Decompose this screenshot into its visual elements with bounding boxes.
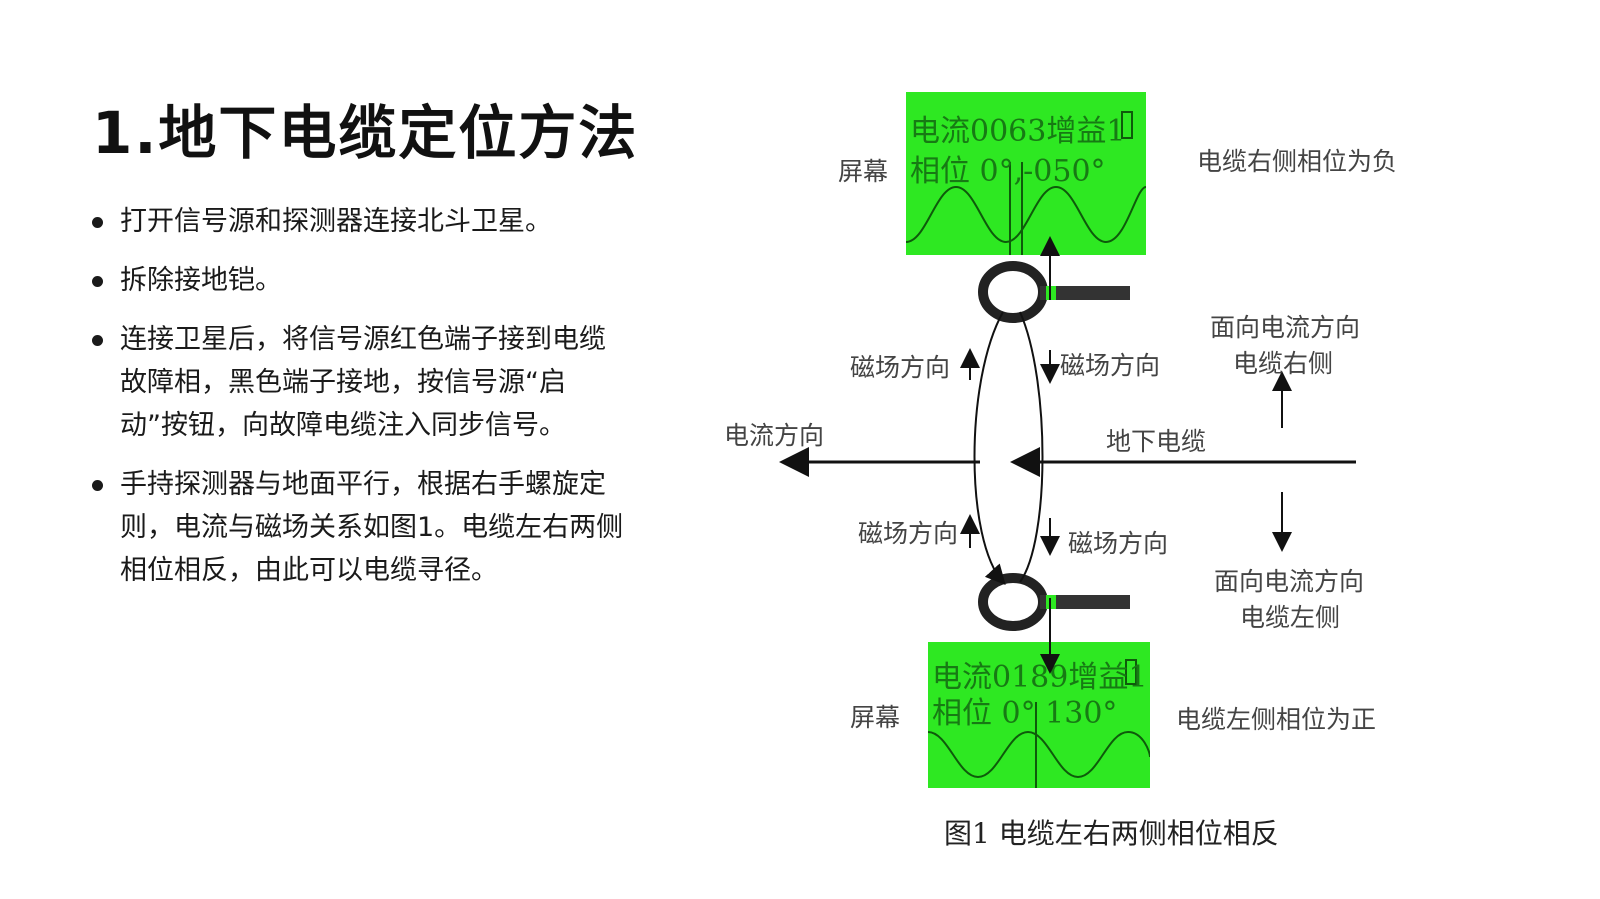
bullet-text: 打开信号源和探测器连接北斗卫星。 [120, 206, 552, 237]
top-detector-screen: 电流0063增益1 相位 0°,-050° [906, 92, 1146, 255]
bullet-dot-icon [92, 276, 103, 287]
underground-cable-label: 地下电缆 [1106, 427, 1207, 456]
bottom-screen-line1: 电流0189增益1 [932, 660, 1148, 695]
bottom-waveform [928, 659, 1150, 788]
bullet-text: 连接卫星后，将信号源红色端子接到电缆故障相，黑色端子接地，按信号源“启动”按钮，… [120, 324, 606, 441]
bullet-item: 拆除接地铠。 [92, 259, 632, 302]
top-waveform [906, 111, 1146, 255]
top-screen-line2: 相位 0°,-050° [910, 154, 1106, 189]
magnetic-field-loop [973, 311, 1006, 585]
slide-title: 1.地下电缆定位方法 [92, 99, 639, 167]
top-screen-label: 屏幕 [838, 157, 889, 186]
bullet-text: 拆除接地铠。 [120, 265, 282, 296]
bullet-item: 连接卫星后，将信号源红色端子接到电缆故障相，黑色端子接地，按信号源“启动”按钮，… [92, 318, 632, 447]
top-screen-line1: 电流0063增益1 [910, 114, 1126, 149]
figure-caption: 图1 电缆左右两侧相位相反 [944, 817, 1279, 850]
bullet-dot-icon [92, 480, 103, 491]
bottom-screen-note: 电缆左侧相位为正 [1176, 705, 1377, 734]
top-clamp-probe [978, 261, 1130, 323]
face-current-label: 面向电流方向 [1214, 567, 1365, 596]
bullet-dot-icon [92, 335, 103, 346]
magnetic-direction-label: 磁场方向 [858, 519, 959, 548]
magnetic-direction-label: 磁场方向 [850, 353, 951, 382]
bottom-detector-screen: 电流0189增益1 相位 0° 130° [928, 642, 1150, 788]
magnetic-direction-label: 磁场方向 [1068, 529, 1169, 558]
magnetic-direction-label: 磁场方向 [1060, 351, 1161, 380]
cable-right-side-label: 电缆右侧 [1233, 349, 1334, 378]
current-direction-label: 电流方向 [724, 421, 825, 450]
bullet-list: 打开信号源和探测器连接北斗卫星。 拆除接地铠。 连接卫星后，将信号源红色端子接到… [92, 200, 632, 608]
face-current-label: 面向电流方向 [1210, 313, 1361, 342]
top-screen-note: 电缆右侧相位为负 [1197, 147, 1398, 176]
bullet-dot-icon [92, 217, 103, 228]
cable-left-side-label: 电缆左侧 [1240, 603, 1341, 632]
bullet-item: 打开信号源和探测器连接北斗卫星。 [92, 200, 632, 243]
bullet-item: 手持探测器与地面平行，根据右手螺旋定则，电流与磁场关系如图1。电缆左右两侧相位相… [92, 463, 632, 592]
bottom-screen-line2: 相位 0° 130° [932, 696, 1118, 731]
bullet-text: 手持探测器与地面平行，根据右手螺旋定则，电流与磁场关系如图1。电缆左右两侧相位相… [120, 469, 624, 586]
bottom-screen-label: 屏幕 [850, 703, 901, 732]
bottom-clamp-probe [978, 573, 1130, 631]
